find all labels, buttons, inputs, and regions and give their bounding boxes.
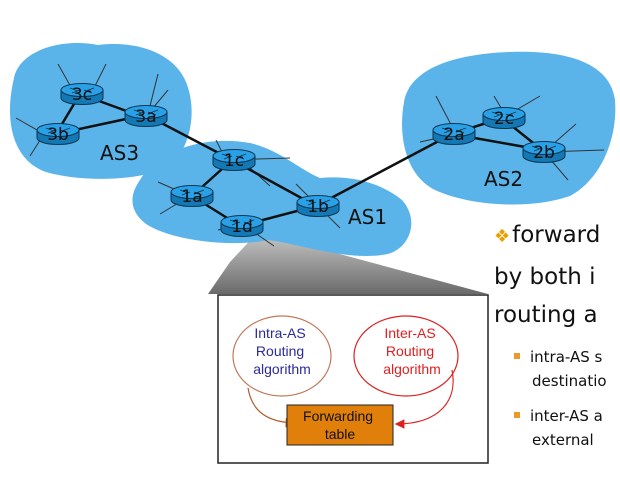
inter-to-forwarding-arrow: [394, 369, 454, 429]
router-2c: 2c: [482, 107, 526, 129]
bullet-main-line3: routing a: [494, 302, 598, 328]
bullet-main-line2: by both i: [494, 264, 596, 290]
router-label-1b: 1b: [307, 197, 329, 217]
router-label-2c: 2c: [494, 109, 514, 129]
routers: 3c 3a 3b 1c 1a 1d 1b 2a 2c 2b: [36, 83, 566, 237]
router-label-2a: 2a: [443, 125, 464, 145]
as2-label: AS2: [484, 167, 523, 191]
router-1a: 1a: [170, 185, 214, 207]
router-label-1d: 1d: [231, 217, 253, 237]
sub-bullet-1-line2: destinatio: [532, 372, 607, 390]
svg-text:Forwarding table: Forwarding table: [303, 408, 377, 442]
svg-text:Inter-AS Routing algor: Inter-AS Routing algorithm: [383, 325, 441, 377]
sub-bullet-1-line1: intra-AS s: [514, 348, 602, 366]
router-1d: 1d: [220, 215, 264, 237]
bullet-text: ❖forward by both i routing a intra-AS s …: [494, 222, 620, 462]
square-bullet-icon: [514, 411, 520, 418]
inter-as-line3: algorithm: [383, 361, 441, 377]
router-1c: 1c: [212, 149, 256, 171]
diamond-bullet-icon: ❖: [494, 226, 511, 247]
forwarding-line2: table: [325, 426, 356, 442]
as1-label: AS1: [348, 205, 387, 229]
router-3a: 3a: [124, 105, 168, 127]
as3-label: AS3: [100, 141, 139, 165]
router-label-2b: 2b: [533, 143, 555, 163]
bullet-main-line1: ❖forward: [494, 222, 601, 248]
router-label-1a: 1a: [181, 187, 202, 207]
inter-as-line1: Inter-AS: [384, 325, 435, 341]
inter-as-line2: Routing: [386, 343, 434, 359]
router-2b: 2b: [522, 141, 566, 163]
zoom-projection: [208, 232, 488, 294]
router-label-3c: 3c: [72, 85, 92, 105]
router-label-3a: 3a: [135, 107, 156, 127]
sub-bullet-2-line2: external: [532, 431, 594, 449]
sub-bullet-2-line1: inter-AS a: [514, 407, 603, 425]
intra-as-line1: Intra-AS: [254, 325, 305, 341]
square-bullet-icon: [514, 352, 520, 359]
forwarding-table-box: [286, 404, 394, 446]
svg-text:Intra-AS Routing algor: Intra-AS Routing algorithm: [253, 325, 311, 377]
intra-as-line3: algorithm: [253, 361, 311, 377]
router-3c: 3c: [60, 83, 104, 105]
router-label-3b: 3b: [47, 125, 69, 145]
inter-as-ellipse: [353, 315, 459, 397]
intra-as-line2: Routing: [256, 343, 304, 359]
forwarding-line1: Forwarding: [303, 408, 373, 424]
router-label-1c: 1c: [224, 151, 244, 171]
router-3b: 3b: [36, 123, 80, 145]
router-2a: 2a: [432, 123, 476, 145]
as1-cloud: [132, 140, 412, 257]
intra-as-ellipse: [232, 315, 332, 397]
router-1b: 1b: [296, 195, 340, 217]
